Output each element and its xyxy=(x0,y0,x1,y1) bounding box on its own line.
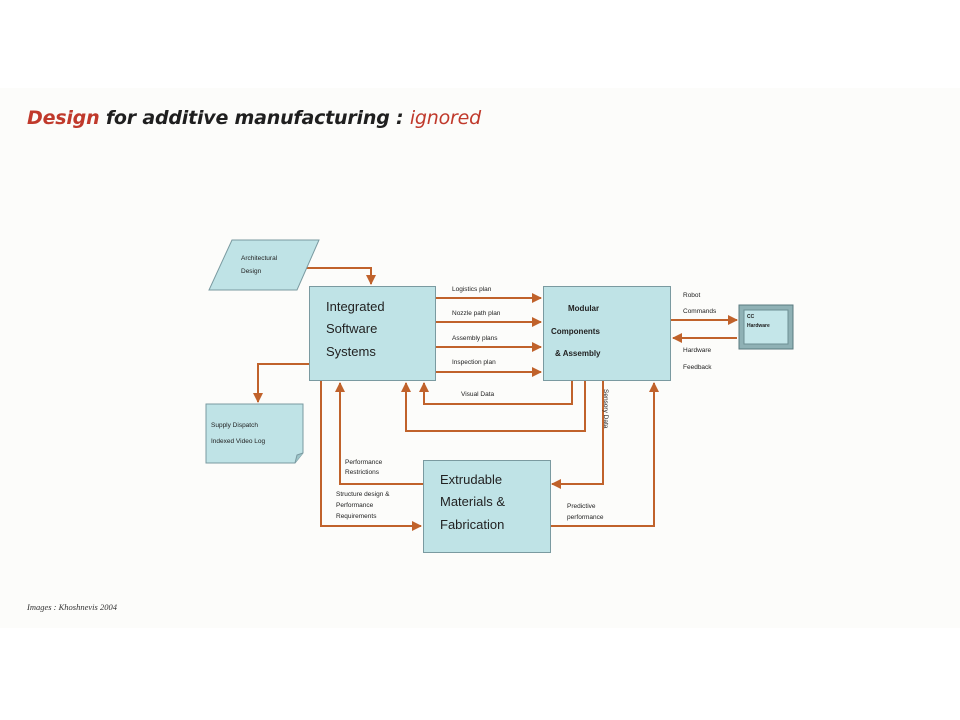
extrudable-line1: Extrudable xyxy=(440,472,503,487)
label-predictive: Predictive xyxy=(567,503,596,510)
supply-dispatch-line1: Supply Dispatch xyxy=(211,422,258,429)
cc-hardware-line1: CC xyxy=(747,314,755,320)
supply-dispatch-line2: Indexed Video Log xyxy=(211,438,266,445)
arrow-performance-restrictions xyxy=(335,382,423,485)
label-visual-data: Visual Data xyxy=(461,391,495,398)
extrudable-materials-box xyxy=(423,460,551,553)
label-robot: Robot xyxy=(683,292,701,299)
title-middle: for additive manufacturing : xyxy=(99,107,410,129)
extrudable-line2: Materials & xyxy=(440,494,506,509)
modular-components-box xyxy=(543,286,671,381)
arrow-predictive-performance xyxy=(551,382,659,527)
architectural-design-line1: Architectural xyxy=(241,255,278,262)
label-performance-3: performance xyxy=(567,514,604,521)
modular-line1: Modular xyxy=(568,304,600,313)
arrow-sensory-to-software xyxy=(401,381,586,432)
label-feedback: Feedback xyxy=(683,364,712,371)
modular-line3: & Assembly xyxy=(555,349,601,358)
architectural-design-line2: Design xyxy=(241,268,262,275)
arrow-to-supply xyxy=(253,363,309,403)
label-requirements: Requirements xyxy=(336,513,377,520)
label-logistics-plan: Logistics plan xyxy=(452,286,492,293)
label-commands: Commands xyxy=(683,308,717,315)
label-inspection-plan: Inspection plan xyxy=(452,359,496,366)
title-design: Design xyxy=(27,107,100,129)
label-performance-2: Performance xyxy=(336,502,374,509)
arrow-sensory-to-materials xyxy=(551,381,604,489)
architectural-design-shape xyxy=(208,239,320,291)
arrow-visual-data xyxy=(419,381,573,405)
arrow-structure-design xyxy=(320,381,422,531)
label-performance: Performance xyxy=(345,459,383,466)
page-title: Design for additive manufacturing : igno… xyxy=(27,107,481,129)
label-assembly-plans: Assembly plans xyxy=(452,335,498,342)
modular-line2: Components xyxy=(551,327,600,336)
arrows xyxy=(253,267,738,531)
arrow-arch-to-software xyxy=(296,267,376,285)
integrated-software-box xyxy=(309,286,436,381)
cc-hardware-line2: Hardware xyxy=(747,323,770,329)
label-nozzle-path-plan: Nozzle path plan xyxy=(452,310,501,317)
integrated-software-line1: Integrated xyxy=(326,299,385,314)
title-ignored: ignored xyxy=(409,107,481,129)
label-hardware: Hardware xyxy=(683,347,712,354)
image-credit-caption: Images : Khoshnevis 2004 xyxy=(27,602,117,612)
label-structure-design: Structure design & xyxy=(336,491,390,498)
label-restrictions: Restrictions xyxy=(345,469,379,476)
supply-dispatch-fold xyxy=(294,452,304,464)
integrated-software-line3: Systems xyxy=(326,344,376,359)
label-sensory-data: Sensory Data xyxy=(602,389,609,429)
extrudable-line3: Fabrication xyxy=(440,517,505,532)
integrated-software-line2: Software xyxy=(326,321,378,336)
supply-dispatch-shape xyxy=(205,403,304,464)
cc-hardware-inner xyxy=(743,309,789,345)
